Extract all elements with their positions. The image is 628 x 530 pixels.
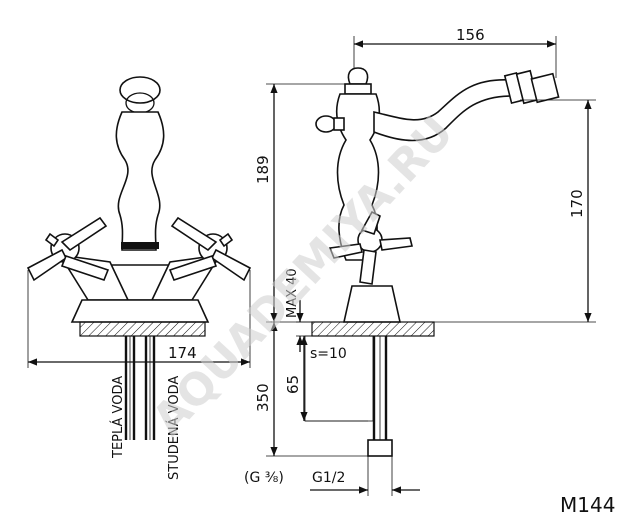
label-cold-water: STUDENÁ VODA (166, 376, 182, 480)
label-thread-note: (G ⅜) (244, 470, 284, 486)
dim-spout-height: 170 (568, 189, 586, 218)
label-wall-thickness: s=10 (310, 346, 347, 362)
label-max: MAX 40 (285, 268, 300, 318)
front-view (26, 76, 252, 440)
dim-thread-length: 65 (284, 375, 302, 394)
dim-spout-reach: 156 (456, 26, 485, 44)
model-number: M144 (560, 493, 615, 517)
label-hot-water: TEPLÁ VODA (110, 376, 126, 459)
dim-height-total: 189 (254, 155, 272, 184)
dim-hose-length: 350 (254, 383, 272, 412)
label-thread-g: G1/2 (312, 470, 345, 486)
side-view (266, 36, 596, 496)
dim-base-width: 174 (168, 344, 197, 362)
